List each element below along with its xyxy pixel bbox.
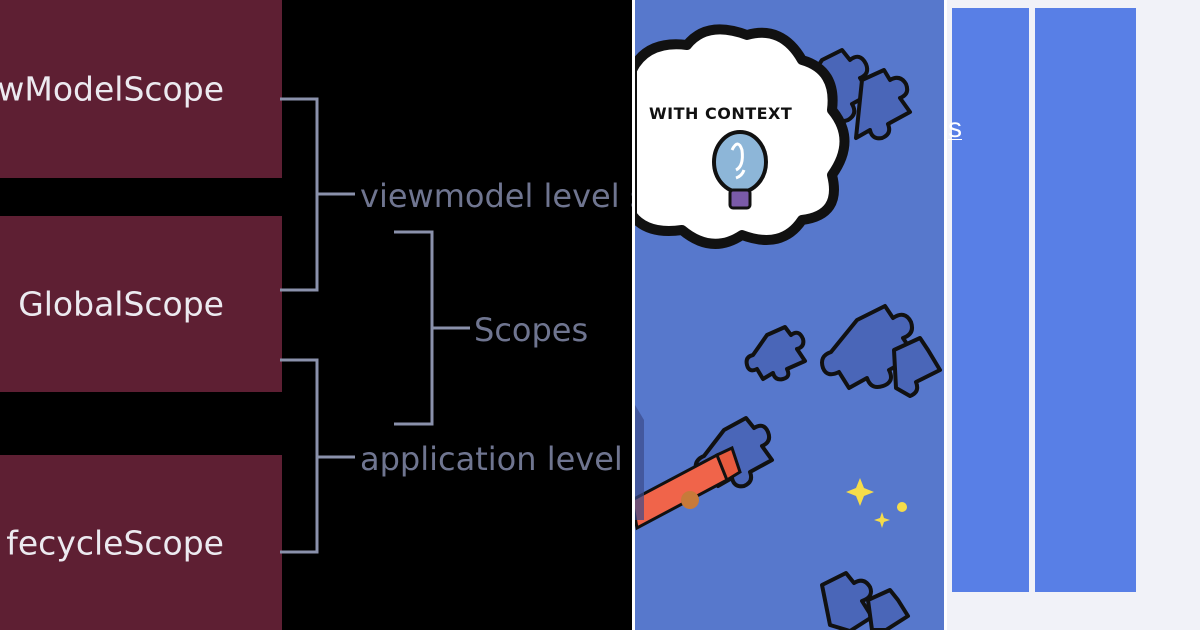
pencil-icon — [635, 405, 742, 531]
puzzle-piece-icon — [892, 336, 942, 398]
cloud-caption: WITH CONTEXT — [649, 104, 793, 123]
sparkle-icon — [846, 478, 907, 528]
box-viewmodelscope: wModelScope — [0, 0, 282, 178]
bracket-connectors — [280, 97, 470, 554]
scope-diagram: wModelScope GlobalScope fecycleScope vie… — [0, 0, 632, 630]
box-label: wModelScope — [0, 69, 224, 109]
puzzle-piece-icon — [820, 571, 874, 630]
group-label-viewmodel: viewmodel level s — [360, 177, 632, 215]
puzzle-piece-icon — [744, 325, 807, 382]
bracket-application — [280, 358, 355, 554]
box-label: fecycleScope — [6, 523, 224, 562]
group-label-application: application level s — [360, 440, 632, 478]
box-label: GlobalScope — [18, 284, 224, 324]
bracket-scopes — [394, 230, 470, 426]
partial-link[interactable]: s — [948, 112, 962, 140]
panel-column-left — [952, 8, 1029, 592]
root-label-scopes: Scopes — [474, 311, 589, 349]
box-globalscope: GlobalScope — [0, 216, 282, 392]
lightbulb-icon — [712, 130, 768, 210]
puzzle-piece-icon — [820, 304, 917, 390]
illustration-card[interactable]: WITH CONTEXT — [632, 0, 947, 630]
box-lifecyclescope: fecycleScope — [0, 455, 282, 630]
puzzle-illustration — [635, 24, 942, 630]
panel-column-right — [1035, 8, 1136, 592]
bracket-viewmodel — [280, 97, 355, 292]
puzzle-piece-icon — [854, 68, 912, 141]
puzzle-piece-icon — [866, 588, 910, 630]
